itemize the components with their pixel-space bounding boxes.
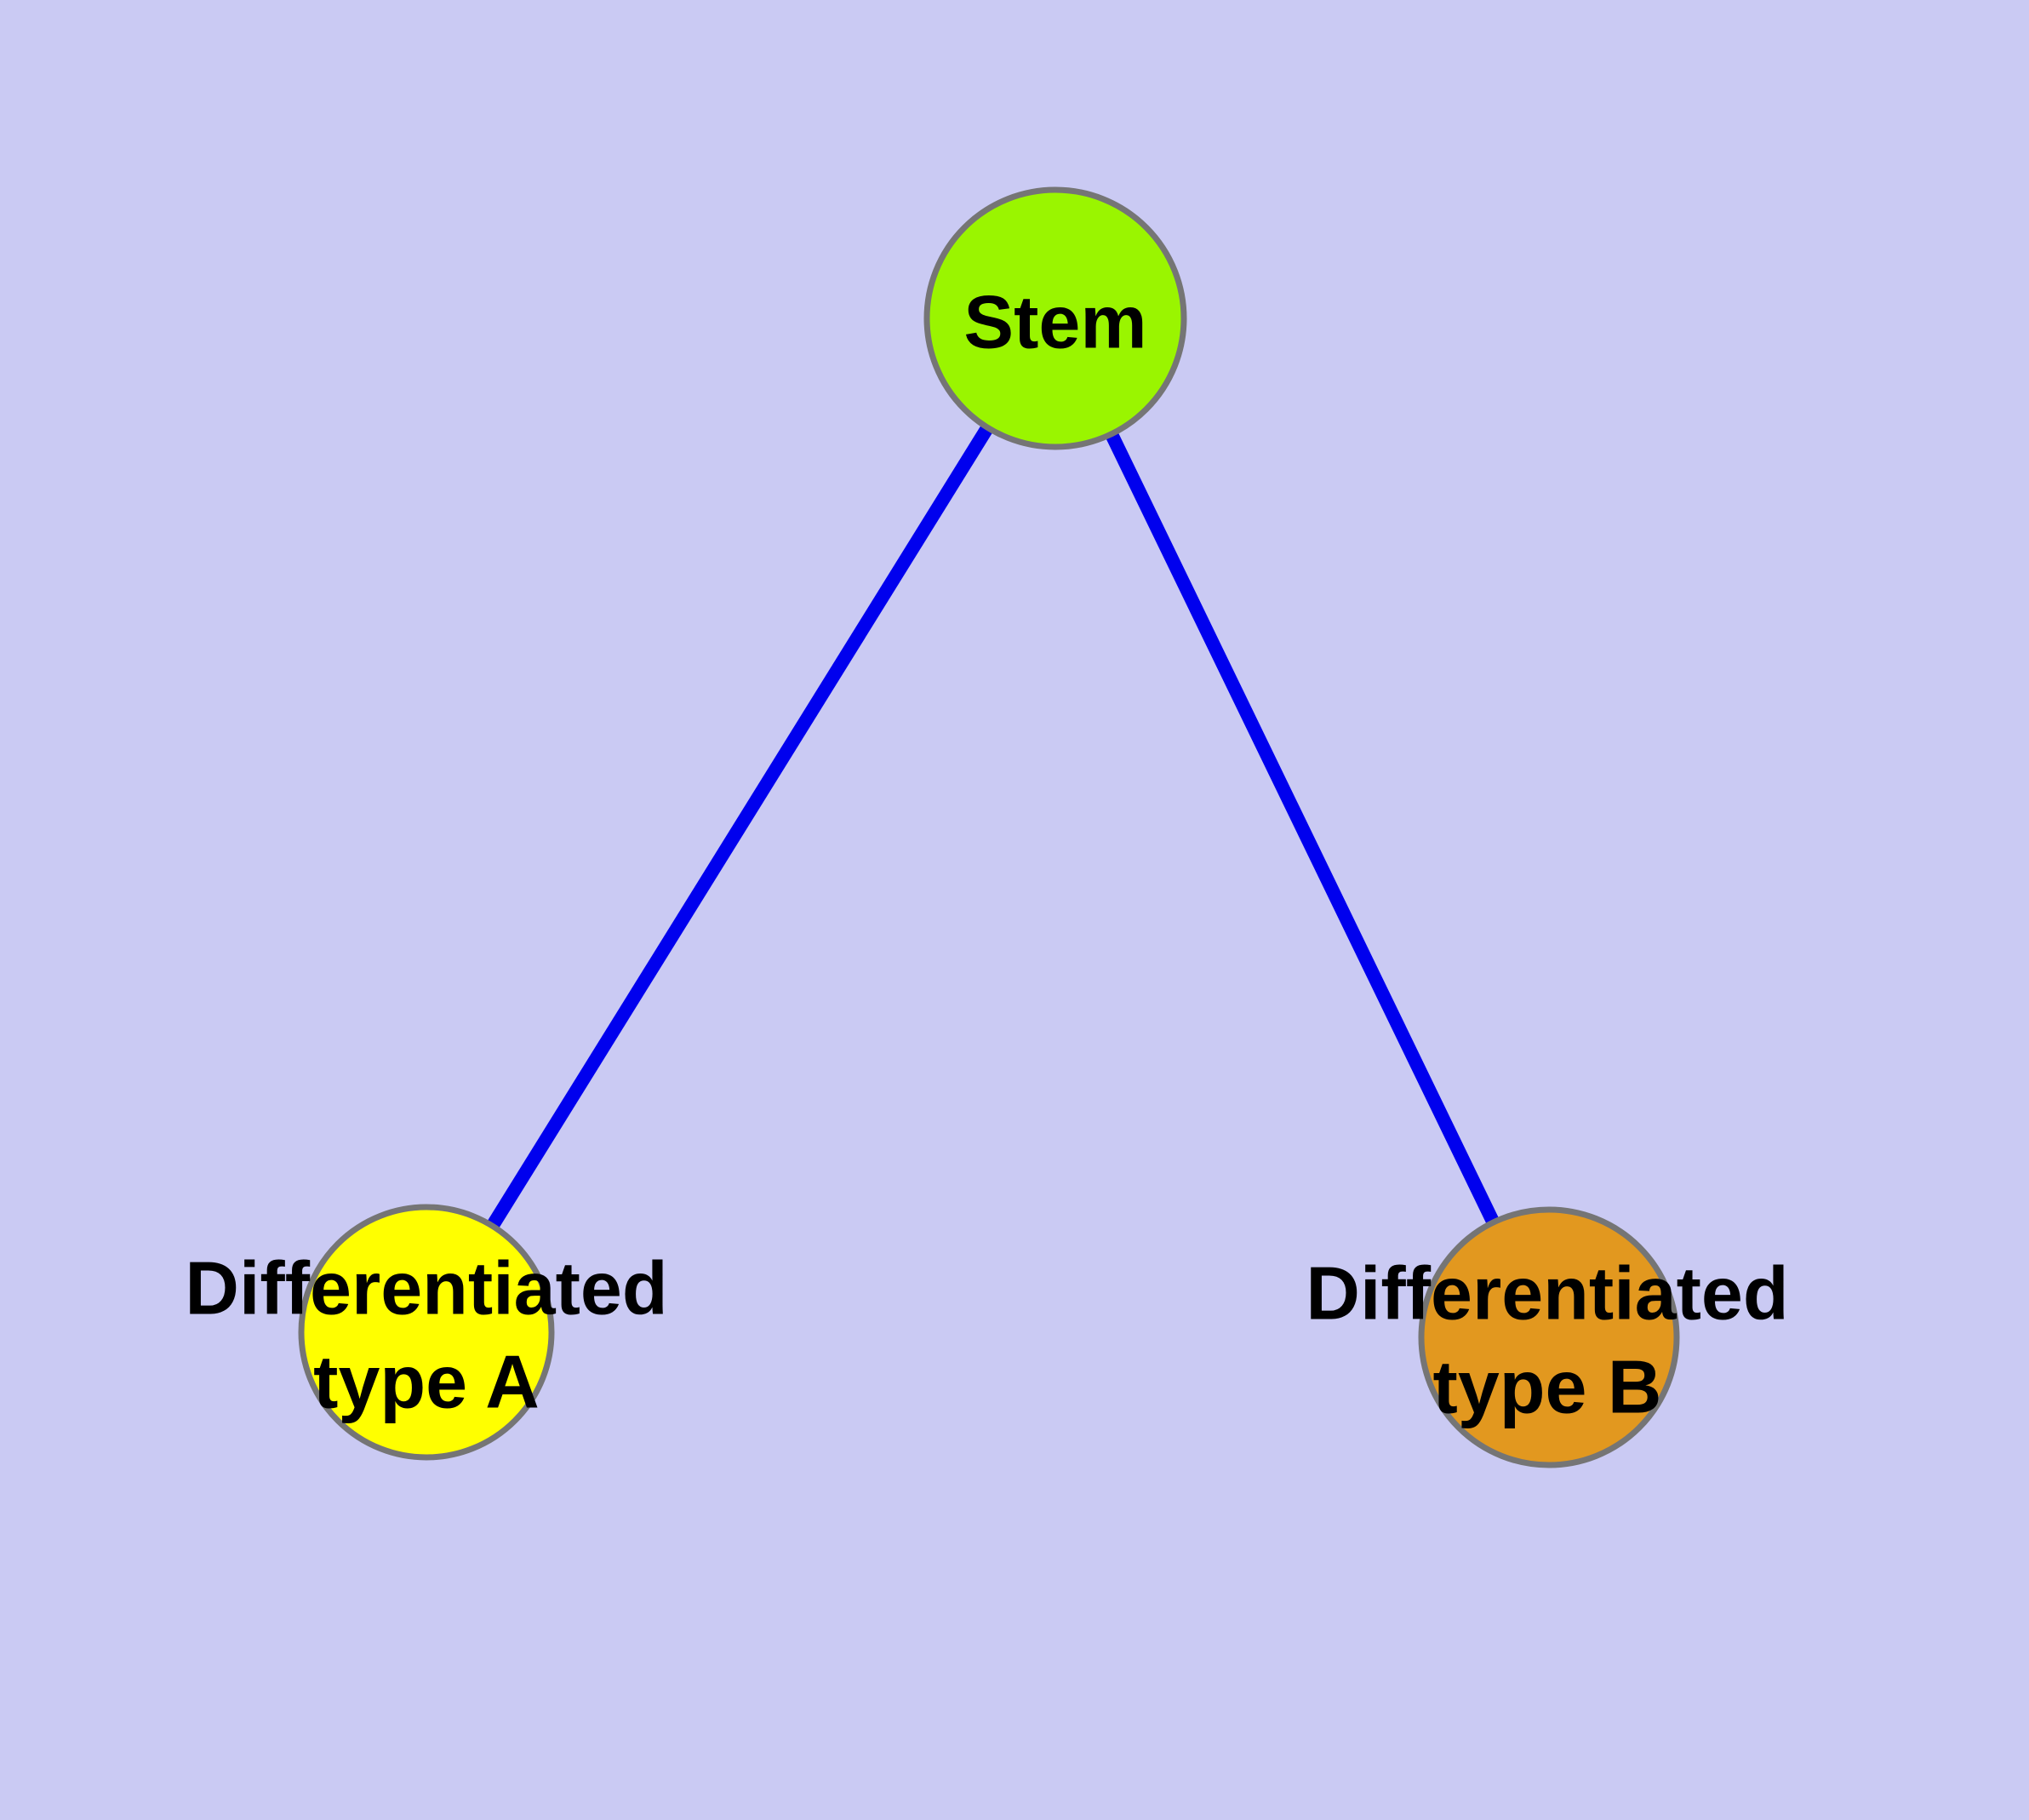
type-b-node-label-line2: type B bbox=[1433, 1345, 1662, 1429]
node-differentiated-type-b: Differentiated type B bbox=[1306, 1206, 1789, 1468]
node-stem: Stem bbox=[923, 186, 1187, 450]
edge-stem-to-type-b bbox=[1049, 315, 1556, 1341]
type-b-node-label-line1: Differentiated bbox=[1306, 1251, 1788, 1336]
stem-node-circle bbox=[923, 186, 1187, 450]
edge-stem-to-type-a bbox=[420, 314, 1061, 1336]
stem-node-label: Stem bbox=[963, 280, 1146, 364]
type-b-node-circle bbox=[1418, 1206, 1680, 1468]
node-differentiated-type-a: Differentiated type A bbox=[185, 1204, 668, 1461]
type-a-node-label-line1: Differentiated bbox=[185, 1246, 667, 1331]
type-a-node-label-line2: type A bbox=[313, 1340, 540, 1424]
type-a-node-circle bbox=[298, 1204, 555, 1461]
